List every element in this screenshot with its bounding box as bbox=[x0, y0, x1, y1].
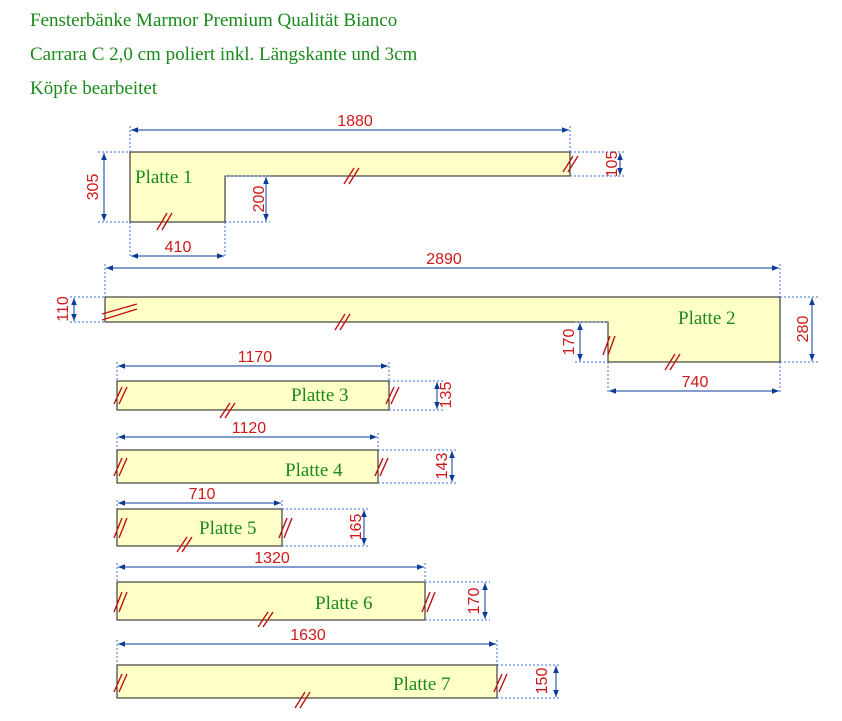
plate-1-width-dim: 1880 bbox=[337, 113, 373, 130]
plate-5-edge-marks bbox=[113, 517, 293, 553]
plate-2-label: Platte 2 bbox=[678, 308, 736, 329]
plate-4-shape bbox=[116, 449, 379, 484]
plate-4: Platte 4 1120 143 bbox=[113, 420, 458, 484]
plate-5-width-dim: 710 bbox=[189, 486, 216, 503]
plate-7-edge-marks bbox=[113, 673, 508, 709]
plate-4-label: Platte 4 bbox=[285, 460, 343, 481]
plate-7: Platte 7 1630 150 bbox=[113, 627, 560, 709]
plate-2-foot-dim: 740 bbox=[682, 374, 709, 391]
plate-7-label: Platte 7 bbox=[393, 674, 451, 695]
plate-3-width-dim: 1170 bbox=[238, 349, 273, 366]
plate-2-width-dim: 2890 bbox=[426, 251, 462, 268]
title-block: Fensterbänke Marmor Premium Qualität Bia… bbox=[30, 4, 417, 106]
plate-2-step-dim: 170 bbox=[561, 329, 578, 356]
plate-3-shape bbox=[116, 380, 390, 411]
plate-2-right-depth-dim: 280 bbox=[795, 316, 812, 343]
plate-3: Platte 3 1170 135 bbox=[113, 349, 455, 419]
plate-2-edge-marks bbox=[101, 303, 681, 371]
plate-4-depth-dim: 143 bbox=[434, 453, 451, 480]
plate-5-shape bbox=[116, 508, 283, 547]
plate-5-label: Platte 5 bbox=[199, 518, 257, 539]
plate-4-width-dim: 1120 bbox=[232, 420, 267, 437]
plate-5-depth-dim: 165 bbox=[348, 514, 365, 541]
plate-1: Platte 1 1880 105 305 200 410 bbox=[85, 113, 625, 259]
plate-5: Platte 5 710 165 bbox=[113, 486, 370, 553]
plate-1-label: Platte 1 bbox=[135, 167, 193, 188]
plate-1-shape bbox=[129, 151, 571, 223]
title-line-3: Köpfe bearbeitet bbox=[30, 78, 158, 99]
plate-1-right-depth-dim: 105 bbox=[604, 151, 621, 178]
title-line-1: Fensterbänke Marmor Premium Qualität Bia… bbox=[30, 10, 398, 31]
plate-2-shape bbox=[104, 296, 781, 363]
plate-1-left-depth-dim: 305 bbox=[85, 174, 102, 201]
plate-2-left-depth-dim: 110 bbox=[55, 296, 72, 322]
title-line-2: Carrara C 2,0 cm poliert inkl. Längskant… bbox=[30, 44, 418, 65]
plate-7-depth-dim: 150 bbox=[534, 668, 551, 695]
plate-6-shape bbox=[116, 581, 426, 621]
plate-6: Platte 6 1320 170 bbox=[113, 550, 490, 628]
plate-1-step-dim: 200 bbox=[251, 186, 268, 213]
plate-6-label: Platte 6 bbox=[315, 593, 373, 614]
plate-2: Platte 2 2890 110 280 170 740 bbox=[55, 251, 818, 394]
plate-3-depth-dim: 135 bbox=[438, 382, 455, 409]
plate-1-edge-marks bbox=[156, 155, 579, 231]
plate-3-label: Platte 3 bbox=[291, 385, 349, 406]
plate-1-foot-dim: 410 bbox=[165, 239, 192, 256]
plate-7-shape bbox=[116, 664, 498, 699]
plate-6-edge-marks bbox=[113, 591, 436, 628]
plate-3-edge-marks bbox=[113, 386, 400, 419]
plate-7-width-dim: 1630 bbox=[290, 627, 326, 644]
plate-6-depth-dim: 170 bbox=[466, 588, 483, 615]
plate-6-width-dim: 1320 bbox=[254, 550, 290, 567]
plate-4-edge-marks bbox=[113, 457, 389, 477]
